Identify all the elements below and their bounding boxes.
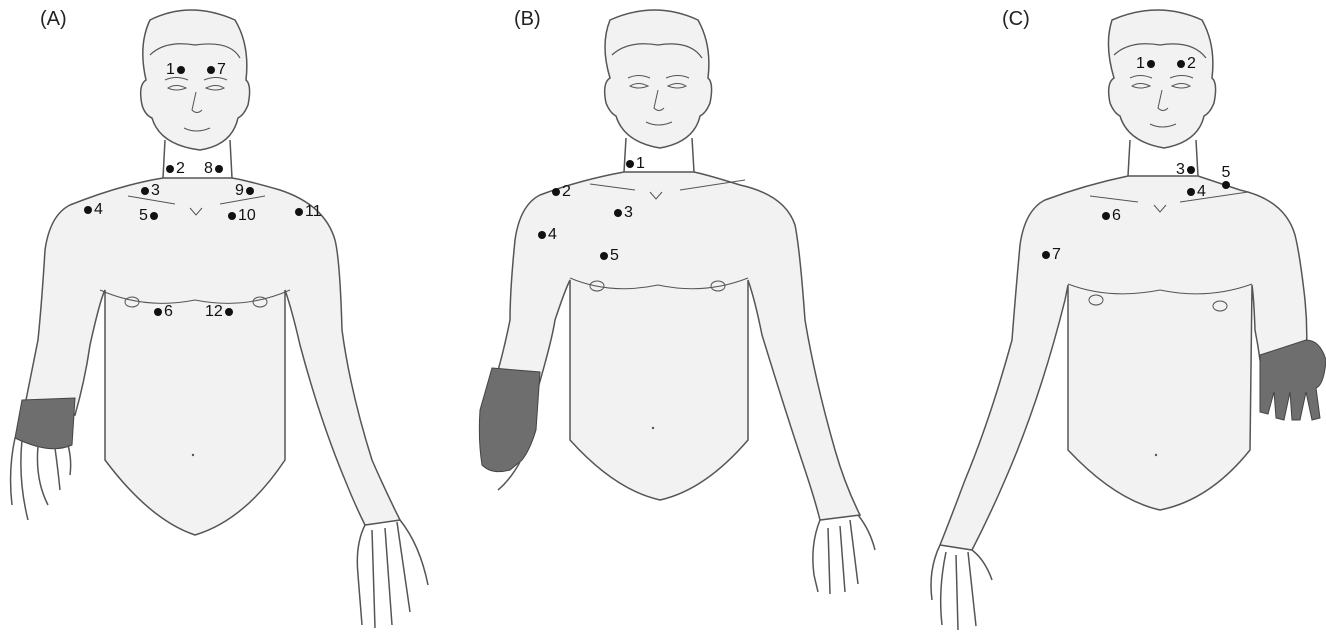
marker-dot — [538, 231, 546, 239]
point-6: 6 — [152, 304, 173, 320]
marker-dot — [1187, 166, 1195, 174]
head — [141, 10, 250, 150]
point-7: 7 — [1040, 247, 1061, 263]
marker-dot — [207, 66, 215, 74]
marker-dot — [1222, 181, 1230, 189]
torso — [22, 178, 400, 535]
point-11: 11 — [293, 204, 322, 220]
point-4: 4 — [82, 202, 103, 218]
point-3: 3 — [139, 183, 160, 199]
shaded-region — [1260, 340, 1326, 420]
shaded-region — [15, 398, 75, 449]
marker-dot — [228, 212, 236, 220]
point-1: 1 — [624, 156, 645, 172]
marker-dot — [1187, 188, 1195, 196]
marker-dot — [600, 252, 608, 260]
marker-dot — [1042, 251, 1050, 259]
marker-dot — [614, 209, 622, 217]
marker-dot — [166, 165, 174, 173]
torso — [492, 172, 860, 520]
marker-dot — [295, 208, 303, 216]
point-1: 1 — [166, 62, 187, 78]
point-9: 9 — [235, 183, 256, 199]
point-12: 12 — [205, 304, 235, 320]
point-8: 8 — [204, 161, 225, 177]
marker-dot — [1102, 212, 1110, 220]
panel-b: (B) 1 2 3 4 5 — [440, 0, 880, 634]
marker-dot — [141, 187, 149, 195]
marker-dot — [154, 308, 162, 316]
point-3: 3 — [1176, 162, 1197, 178]
point-6: 6 — [1100, 208, 1121, 224]
panel-a: (A) 1 7 2 8 3 9 4 5 10 11 6 — [0, 0, 440, 634]
head — [605, 10, 712, 148]
point-2: 2 — [550, 184, 571, 200]
marker-dot — [1147, 60, 1155, 68]
point-1: 1 — [1136, 56, 1157, 72]
shaded-region — [479, 368, 540, 472]
point-4: 4 — [1185, 184, 1206, 200]
torso — [940, 176, 1307, 550]
point-5: 5 — [139, 208, 160, 224]
marker-dot — [1177, 60, 1185, 68]
marker-dot — [626, 160, 634, 168]
panel-c-body-figure — [880, 0, 1326, 634]
marker-dot — [84, 206, 92, 214]
marker-dot — [552, 188, 560, 196]
point-5: 5 — [1220, 165, 1232, 189]
marker-dot — [177, 66, 185, 74]
point-4: 4 — [536, 227, 557, 243]
marker-dot — [215, 165, 223, 173]
marker-dot — [150, 212, 158, 220]
point-5: 5 — [598, 248, 619, 264]
point-3: 3 — [612, 205, 633, 221]
panel-c: (C) 1 2 3 5 4 6 7 — [880, 0, 1326, 634]
point-2: 2 — [1175, 56, 1196, 72]
marker-dot — [225, 308, 233, 316]
point-7: 7 — [205, 62, 226, 78]
point-10: 10 — [226, 208, 256, 224]
marker-dot — [246, 187, 254, 195]
point-2: 2 — [164, 161, 185, 177]
panel-b-body-figure — [440, 0, 880, 634]
